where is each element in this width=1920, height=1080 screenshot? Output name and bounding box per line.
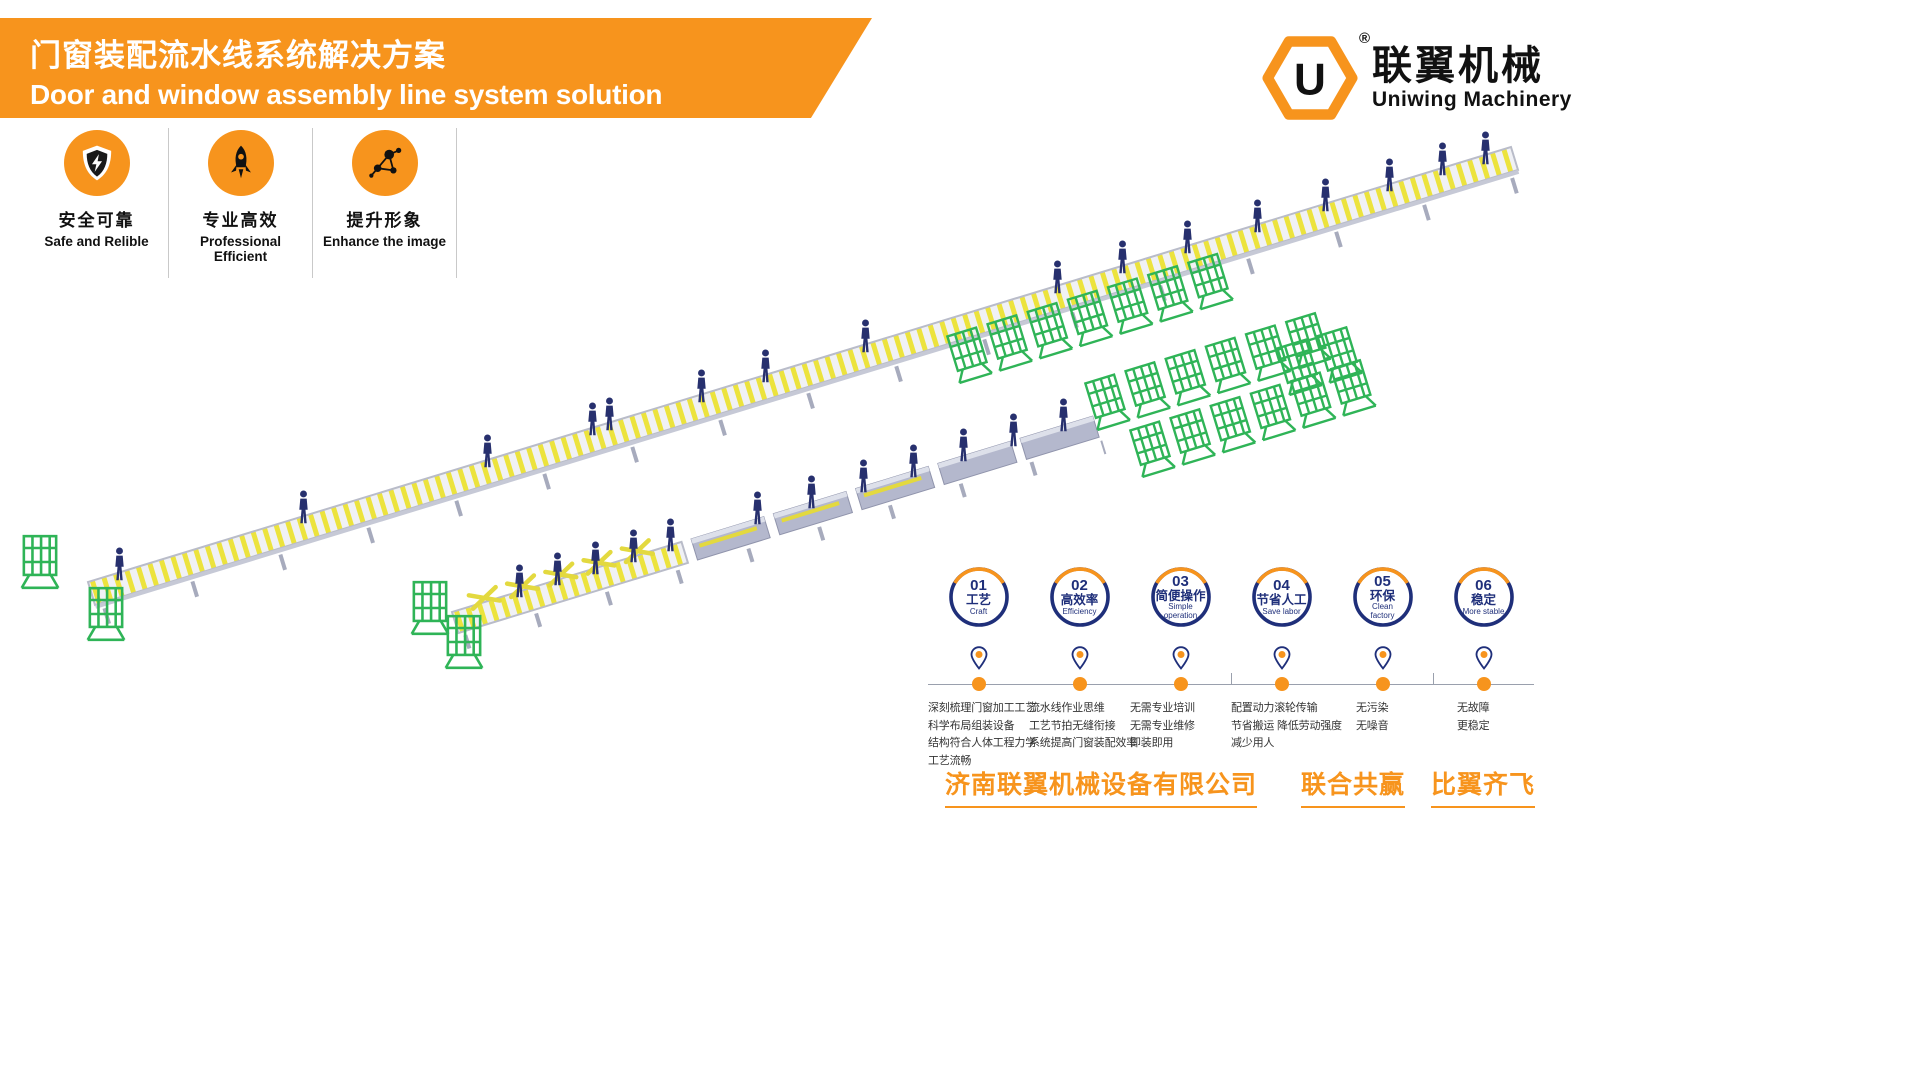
- timeline-desc-04: 配置动力滚轮传输 节省搬运 降低劳动强度 减少用人: [1231, 702, 1342, 750]
- feature-safe-circle: [63, 130, 130, 196]
- page-title-zh: 门窗装配流水线系统解决方案: [30, 38, 446, 73]
- timeline-title-en: More stable: [1462, 606, 1505, 616]
- timeline-dot: [971, 677, 986, 691]
- timeline-number: 01: [970, 577, 987, 595]
- feature-image-label-en: Enhance the image: [322, 234, 447, 249]
- rack-row-a: [944, 252, 1235, 385]
- timeline-number: 04: [1273, 577, 1290, 595]
- feature-professional-label-zh: 专业高效: [202, 211, 279, 230]
- timeline-title-zh: 环保: [1369, 588, 1395, 603]
- timeline-title-en: Clean factory: [1370, 602, 1395, 620]
- logo-hexagon: U ®: [1262, 30, 1370, 122]
- location-pin-icon: [1374, 646, 1391, 670]
- timeline-title-en: Save labor: [1262, 606, 1301, 616]
- timeline-title-zh: 高效率: [1060, 592, 1099, 607]
- timeline-number: 05: [1374, 572, 1391, 590]
- rack-singles: [20, 534, 484, 670]
- timeline-stops: 01 工艺 Craft 02 高效率 Efficiency: [928, 560, 1534, 671]
- timeline-item-06: 06 稳定 More stable: [1433, 565, 1534, 671]
- feature-safe-label-zh: 安全可靠: [58, 211, 135, 230]
- timeline-desc-06: 无故障 更稳定: [1457, 702, 1490, 732]
- timeline-title-zh: 节省人工: [1256, 592, 1307, 607]
- location-pin-icon: [1475, 646, 1492, 670]
- molecule-icon: [368, 147, 401, 178]
- timeline-title-en: Simple operation: [1163, 602, 1198, 620]
- brand-name-zh: 联翼机械: [1372, 44, 1544, 88]
- timeline-item-05: 05 环保 Clean factory: [1332, 565, 1433, 671]
- timeline-dot: [1072, 677, 1087, 691]
- timeline-desc-01: 深刻梳理门窗加工工艺 科学布局组装设备 结构符合人体工程力学 工艺流畅: [928, 702, 1036, 767]
- hexagon-u-icon: U: [1262, 36, 1358, 120]
- title-banner: 门窗装配流水线系统解决方案 Door and window assembly l…: [0, 18, 872, 118]
- feature-professional: 专业高效 Professional Efficient: [169, 128, 313, 278]
- location-pin-icon: [970, 646, 987, 670]
- timeline-desc-05: 无污染 无噪音: [1356, 702, 1389, 732]
- timeline-dot: [1476, 677, 1491, 691]
- slogan-fly-together: 比翼齐飞: [1431, 765, 1536, 808]
- rack-pair: [1274, 325, 1364, 397]
- footer-slogans: 济南联翼机械设备有限公司 联合共赢 比翼齐飞: [945, 765, 1536, 808]
- brand-logo: U ® 联翼机械 Uniwing Machinery: [1262, 30, 1572, 122]
- timeline-title-zh: 工艺: [965, 592, 991, 607]
- timeline-dot: [1375, 677, 1390, 691]
- company-name: 济南联翼机械设备有限公司: [945, 765, 1258, 808]
- timeline-dot: [1173, 677, 1188, 691]
- timeline-tick: [1231, 673, 1232, 685]
- feature-image-circle: [351, 130, 418, 196]
- timeline-number: 06: [1475, 577, 1492, 595]
- timeline-title-en: Craft: [969, 606, 988, 616]
- timeline-title-zh: 简便操作: [1155, 588, 1206, 603]
- slogan-win-win: 联合共赢: [1301, 765, 1406, 808]
- benefits-timeline: 01 工艺 Craft 02 高效率 Efficiency: [928, 560, 1534, 780]
- timeline-desc-02: 流水线作业思维 工艺节拍无缝衔接 系统提高门窗装配效率: [1029, 702, 1137, 750]
- timeline-title-en: Efficiency: [1062, 606, 1097, 616]
- timeline-descriptions: 深刻梳理门窗加工工艺 科学布局组装设备 结构符合人体工程力学 工艺流畅 流水线作…: [928, 700, 1534, 770]
- timeline-circle-06: 06 稳定 More stable: [1452, 565, 1516, 629]
- feature-badges: 安全可靠 Safe and Relible 专业高效 Professional …: [25, 128, 457, 278]
- timeline-tick: [1433, 673, 1434, 685]
- timeline-title-zh: 稳定: [1470, 592, 1496, 607]
- feature-professional-circle: [207, 130, 274, 196]
- timeline-number: 03: [1172, 572, 1189, 590]
- feature-safe-label-en: Safe and Relible: [44, 234, 149, 249]
- timeline-circle-04: 04 节省人工 Save labor: [1250, 565, 1314, 629]
- registered-mark: ®: [1358, 30, 1370, 47]
- location-pin-icon: [1172, 646, 1189, 670]
- timeline-item-02: 02 高效率 Efficiency: [1029, 565, 1130, 671]
- feature-image-label-zh: 提升形象: [346, 211, 423, 230]
- timeline-circle-03: 03 简便操作 Simple operation: [1149, 565, 1213, 629]
- timeline-desc-03: 无需专业培训 无需专业维修 即装即用: [1130, 702, 1195, 750]
- page-title-en: Door and window assembly line system sol…: [30, 79, 663, 110]
- feature-safe: 安全可靠 Safe and Relible: [25, 128, 169, 278]
- timeline-circle-02: 02 高效率 Efficiency: [1048, 565, 1112, 629]
- location-pin-icon: [1273, 646, 1290, 670]
- timeline-number: 02: [1071, 577, 1088, 595]
- rack-row-c: [1127, 358, 1378, 479]
- feature-image: 提升形象 Enhance the image: [313, 128, 457, 278]
- feature-professional-label-en: Professional Efficient: [199, 234, 282, 264]
- timeline-item-01: 01 工艺 Craft: [928, 565, 1029, 671]
- location-pin-icon: [1071, 646, 1088, 670]
- shield-icon: [82, 145, 111, 181]
- logo-letter: U: [1294, 55, 1326, 104]
- timeline-item-03: 03 简便操作 Simple operation: [1130, 565, 1231, 671]
- timeline-circle-05: 05 环保 Clean factory: [1351, 565, 1415, 629]
- rocket-icon: [230, 145, 251, 179]
- timeline-item-04: 04 节省人工 Save labor: [1231, 565, 1332, 671]
- timeline-circle-01: 01 工艺 Craft: [947, 565, 1011, 629]
- window-frames: [469, 540, 653, 608]
- brand-name-en: Uniwing Machinery: [1372, 88, 1572, 111]
- rack-row-b: [1082, 311, 1333, 432]
- timeline-dot: [1274, 677, 1289, 691]
